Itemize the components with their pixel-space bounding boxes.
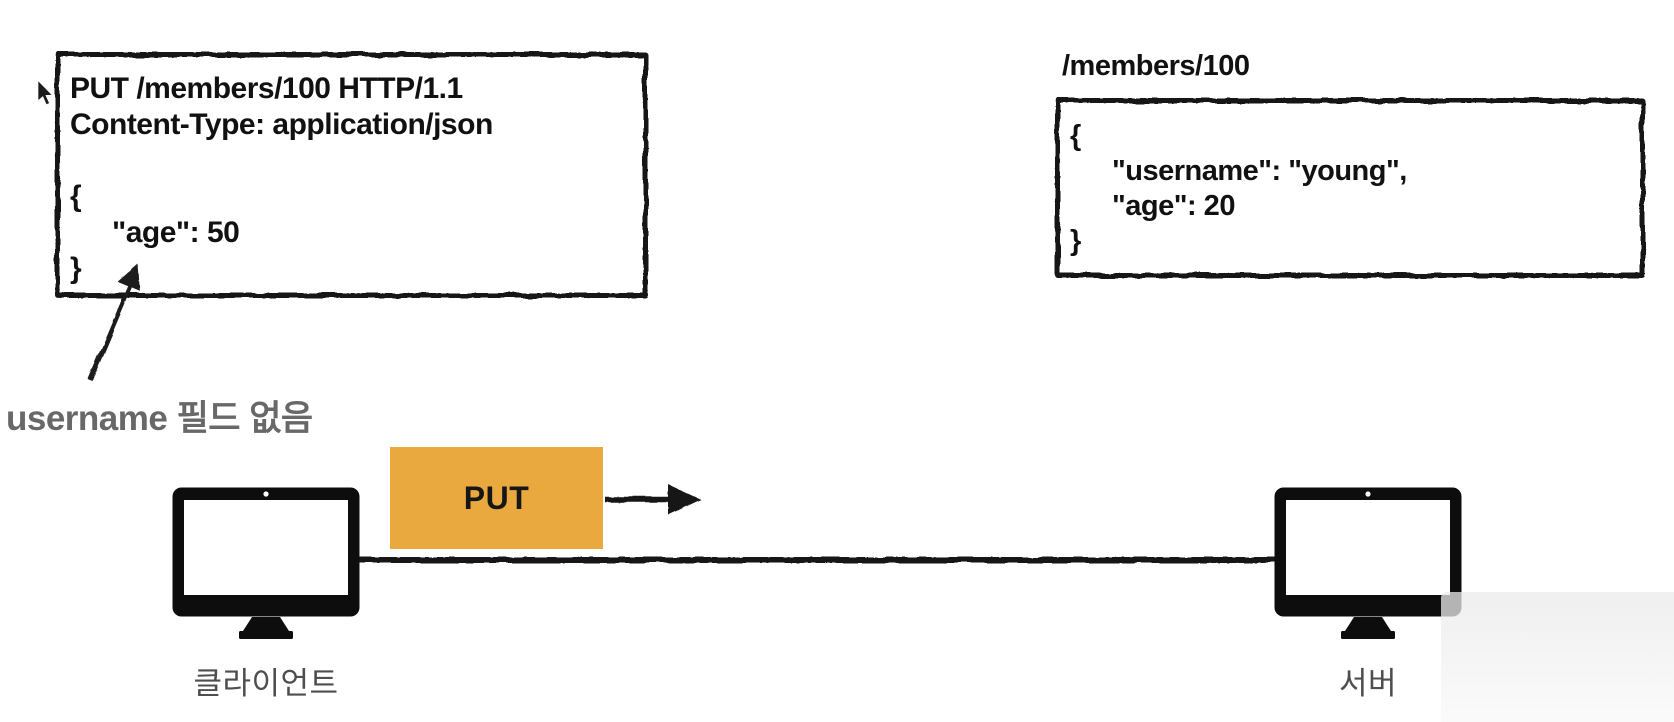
right-arrow-icon bbox=[605, 484, 701, 515]
client-server-connector-line bbox=[352, 557, 1278, 563]
content-type-line: Content-Type: application/json bbox=[70, 108, 493, 141]
diagonal-arrow-icon bbox=[87, 264, 140, 381]
request-body-close-brace: } bbox=[70, 252, 82, 285]
monitor-icon bbox=[172, 487, 360, 639]
client-node-label: 클라이언트 bbox=[193, 666, 339, 701]
blank-line bbox=[70, 143, 643, 179]
monitor-icon bbox=[1274, 487, 1462, 639]
annotation-username-missing: username 필드 없음 bbox=[6, 399, 313, 438]
server-node-label: 서버 bbox=[1338, 666, 1398, 701]
resource-open-brace: { bbox=[1070, 120, 1081, 152]
server-resource-box: { "username": "young", "age": 20 } bbox=[1055, 98, 1645, 278]
resource-path-title: /members/100 bbox=[1062, 50, 1250, 82]
resource-age-field: "age": 20 bbox=[1112, 190, 1235, 222]
corner-video-overlay bbox=[1441, 592, 1674, 722]
put-method-label: PUT bbox=[463, 479, 530, 516]
mouse-cursor-icon bbox=[37, 80, 55, 106]
request-body-open-brace: { bbox=[70, 180, 82, 213]
http-request-box: PUT /members/100 HTTP/1.1 Content-Type: … bbox=[55, 52, 648, 298]
resource-username-field: "username": "young", bbox=[1112, 155, 1407, 187]
resource-close-brace: } bbox=[1070, 225, 1081, 257]
request-body-age-field: "age": 50 bbox=[112, 216, 240, 249]
request-line: PUT /members/100 HTTP/1.1 bbox=[70, 72, 463, 105]
put-method-box: PUT bbox=[390, 447, 603, 549]
